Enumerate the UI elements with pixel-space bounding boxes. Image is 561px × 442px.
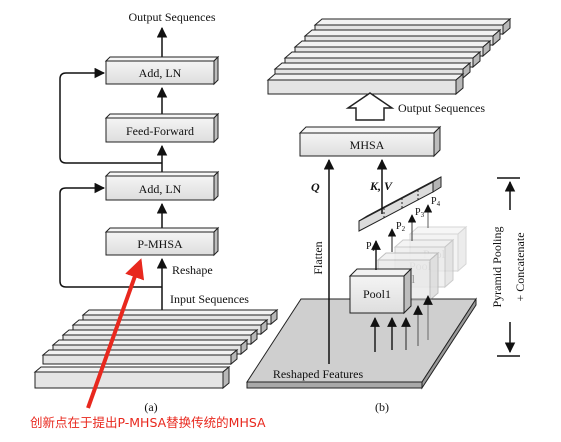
mhsa-label: MHSA bbox=[350, 138, 385, 152]
panel-b-caption: (b) bbox=[375, 400, 389, 414]
pooling-arrows bbox=[370, 204, 433, 352]
panel-a-output-label: Output Sequences bbox=[129, 10, 216, 24]
input-sequences-label: Input Sequences bbox=[170, 292, 249, 306]
pool-ghost-3: Pool bbox=[409, 259, 432, 273]
flatten-label: Flatten bbox=[311, 241, 325, 274]
panel-a-caption: (a) bbox=[144, 400, 157, 414]
panel-a: Output Sequences Add, LN Feed-Forward Ad… bbox=[33, 10, 279, 414]
p-mhsa-label: P-MHSA bbox=[137, 237, 183, 251]
feed-forward-block: Feed-Forward bbox=[104, 112, 220, 144]
concatenated-tokens-bar bbox=[358, 176, 442, 232]
add-ln-top-block: Add, LN bbox=[104, 55, 220, 86]
pyramid-pooling-label: Pyramid Pooling bbox=[490, 226, 504, 307]
concatenate-label: + Concatenate bbox=[513, 232, 527, 301]
annotation-arrow bbox=[86, 258, 145, 409]
hollow-up-arrow bbox=[345, 92, 395, 121]
panel-b: Output Sequences MHSA Q K, V Flatten Res… bbox=[246, 17, 512, 414]
reshaped-features-plate: Reshaped Features bbox=[246, 297, 477, 390]
p4-label: P4 bbox=[431, 196, 441, 208]
reshape-label: Reshape bbox=[172, 263, 213, 277]
p2-label: P2 bbox=[396, 221, 406, 233]
mhsa-block: MHSA bbox=[298, 125, 442, 158]
add-ln-top-label: Add, LN bbox=[139, 66, 182, 80]
output-sequences-stack bbox=[266, 17, 512, 96]
p3-label: P3 bbox=[415, 207, 425, 219]
input-sequences-stack bbox=[33, 308, 279, 390]
kv-label: K, V bbox=[369, 179, 393, 193]
pool1-label: Pool1 bbox=[363, 287, 391, 301]
add-ln-bottom-label: Add, LN bbox=[139, 182, 182, 196]
feed-forward-label: Feed-Forward bbox=[126, 124, 194, 138]
residual-connection-1 bbox=[59, 182, 162, 288]
pyramid-pooling-bracket: Pyramid Pooling + Concatenate bbox=[490, 177, 527, 357]
pool1-block: Pool1 bbox=[348, 267, 413, 315]
reshaped-features-label: Reshaped Features bbox=[273, 367, 364, 381]
residual-connection-2 bbox=[59, 67, 162, 164]
panel-b-output-label: Output Sequences bbox=[398, 101, 485, 115]
annotation-text: 创新点在于提出P-MHSA替换传统的MHSA bbox=[30, 415, 266, 430]
add-ln-bottom-block: Add, LN bbox=[104, 170, 220, 202]
p1-label: P1 bbox=[366, 241, 376, 253]
q-label: Q bbox=[311, 180, 320, 194]
p-mhsa-block: P-MHSA bbox=[104, 226, 220, 257]
pool-ghost-4: Pool bbox=[423, 247, 446, 261]
